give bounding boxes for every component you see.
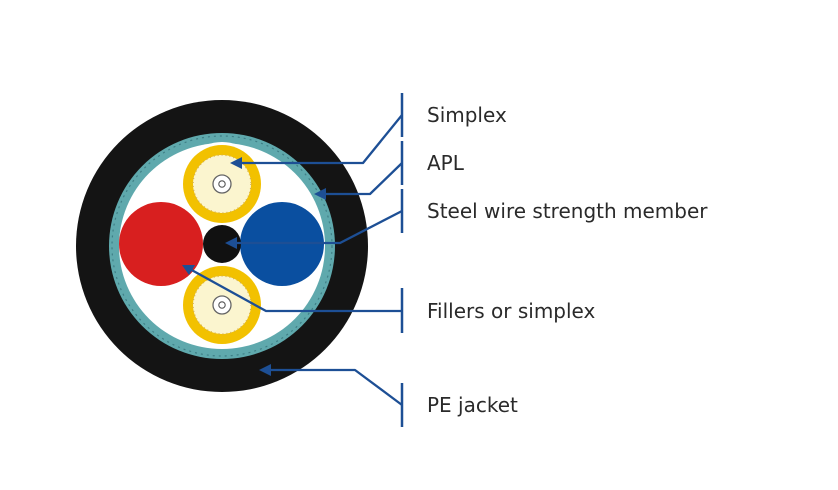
top-simplex-unit <box>180 142 264 226</box>
apl-texture <box>111 135 333 357</box>
label-simplex: Simplex <box>427 103 507 127</box>
leader-simplex <box>236 114 403 165</box>
arrowheads <box>182 157 326 376</box>
label-apl: APL <box>427 151 464 175</box>
bottom-simplex-unit <box>180 263 264 347</box>
leader-fillers <box>187 266 402 313</box>
leader-pe-jacket <box>265 368 403 406</box>
arrow-pe-jacket <box>259 364 271 376</box>
leader-apl <box>320 162 403 196</box>
label-fillers: Fillers or simplex <box>427 299 596 323</box>
red-filler <box>119 202 203 286</box>
leader-steel-wire <box>231 209 403 245</box>
arrow-steel-wire <box>225 237 237 249</box>
leader-lines <box>187 114 403 406</box>
steel-wire-core <box>203 225 241 263</box>
arrow-simplex <box>230 157 242 169</box>
label-steel-wire: Steel wire strength member <box>427 199 708 223</box>
label-pe-jacket: PE jacket <box>427 393 518 417</box>
arrow-fillers <box>182 265 195 275</box>
arrow-apl <box>314 188 326 200</box>
